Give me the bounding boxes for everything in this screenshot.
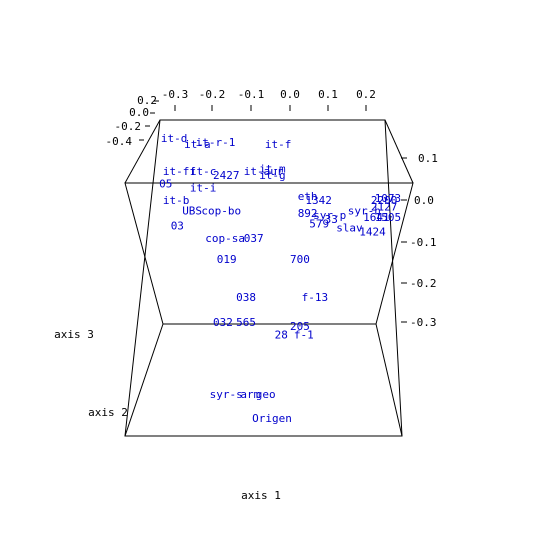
- x-tick-label: 0.1: [318, 88, 338, 101]
- box-edge-bottom-right: [375, 323, 403, 437]
- point-label-37: 565: [236, 316, 256, 329]
- plot-box: [124, 119, 414, 437]
- point-label-43: geo: [256, 388, 276, 401]
- point-label-8: it-g: [259, 169, 286, 182]
- point-label-15: 03: [171, 219, 184, 232]
- point-label-33: 1424: [359, 226, 386, 239]
- point-label-1: it-a: [184, 138, 211, 151]
- point-label-4: it-ff: [163, 165, 196, 178]
- point-label-25: 33: [325, 213, 338, 226]
- x-tick-label: 0.0: [280, 88, 300, 101]
- point-label-3: it-f: [265, 138, 292, 151]
- z-tick-label: -0.2: [410, 277, 437, 290]
- z-tick-label: 0.0: [414, 194, 434, 207]
- y-tick-label: -0.2: [115, 120, 142, 133]
- point-label-18: 019: [217, 253, 237, 266]
- point-label-28: 2200: [371, 194, 398, 207]
- point-label-32: 1641: [363, 211, 390, 224]
- box-edge-top-right: [384, 119, 414, 184]
- point-label-38: 205: [290, 320, 310, 333]
- point-label-12: it-b: [163, 194, 190, 207]
- box-edge-bottom-left: [124, 323, 164, 437]
- point-label-24: 579: [309, 217, 329, 230]
- y-axis-title: axis 2: [88, 406, 128, 419]
- point-label-7: it-aur: [244, 165, 284, 178]
- point-label-29: 1073: [375, 192, 402, 205]
- z-tick-label: -0.1: [410, 236, 437, 249]
- point-label-14: cop-bo: [201, 205, 241, 218]
- point-label-0: it-d: [161, 132, 188, 145]
- x-tick-label: -0.3: [162, 88, 189, 101]
- point-label-44: Origen: [252, 412, 292, 425]
- x-tick-label: 0.2: [356, 88, 376, 101]
- y-tick-label: -0.4: [106, 135, 133, 148]
- point-label-41: syr-s: [210, 388, 243, 401]
- point-label-6: 2427: [213, 169, 240, 182]
- point-label-22: 892: [298, 207, 318, 220]
- y-tick-label: 0.0: [129, 106, 149, 119]
- x-tick-label: -0.1: [238, 88, 265, 101]
- x-axis-title: axis 1: [241, 489, 281, 502]
- point-label-9: it-m: [259, 163, 286, 176]
- point-label-35: f-13: [302, 291, 329, 304]
- point-label-36: 032: [213, 316, 233, 329]
- point-label-30: 2127: [371, 201, 398, 214]
- point-label-26: slav: [336, 222, 363, 235]
- point-label-23: syr-p: [313, 209, 346, 222]
- point-label-31: 1505: [375, 211, 402, 224]
- point-label-34: 038: [236, 291, 256, 304]
- point-label-20: eth: [298, 190, 318, 203]
- point-label-13: UBS: [182, 205, 202, 218]
- point-label-17: 037: [244, 232, 264, 245]
- box-edge-top-left: [124, 119, 161, 184]
- point-label-39: 28: [275, 329, 288, 342]
- point-label-40: f-1: [294, 329, 314, 342]
- z-tick-label: -0.3: [410, 316, 437, 329]
- y-tick-label: 0.2: [137, 94, 157, 107]
- point-label-19: 700: [290, 253, 310, 266]
- point-label-11: it-i: [190, 182, 217, 195]
- point-label-16: cop-sa: [205, 232, 245, 245]
- z-tick-label: 0.1: [418, 152, 438, 165]
- point-label-42: arm: [240, 388, 260, 401]
- z-axis-title: axis 3: [54, 328, 94, 341]
- y-axis-ticks: -0.4 -0.2 0.0 0.2: [106, 94, 159, 148]
- point-label-2: it-r-1: [196, 136, 236, 149]
- z-axis-ticks: 0.1 0.0 -0.1 -0.2 -0.3: [401, 152, 438, 329]
- point-label-10: 05: [159, 177, 172, 190]
- x-tick-label: -0.2: [199, 88, 226, 101]
- point-label-27: syr-h: [348, 205, 381, 218]
- point-label-21: 1342: [305, 194, 332, 207]
- point-label-5: it-c: [190, 165, 217, 178]
- x-axis-ticks: -0.3 -0.2 -0.1 0.0 0.1 0.2: [162, 88, 376, 111]
